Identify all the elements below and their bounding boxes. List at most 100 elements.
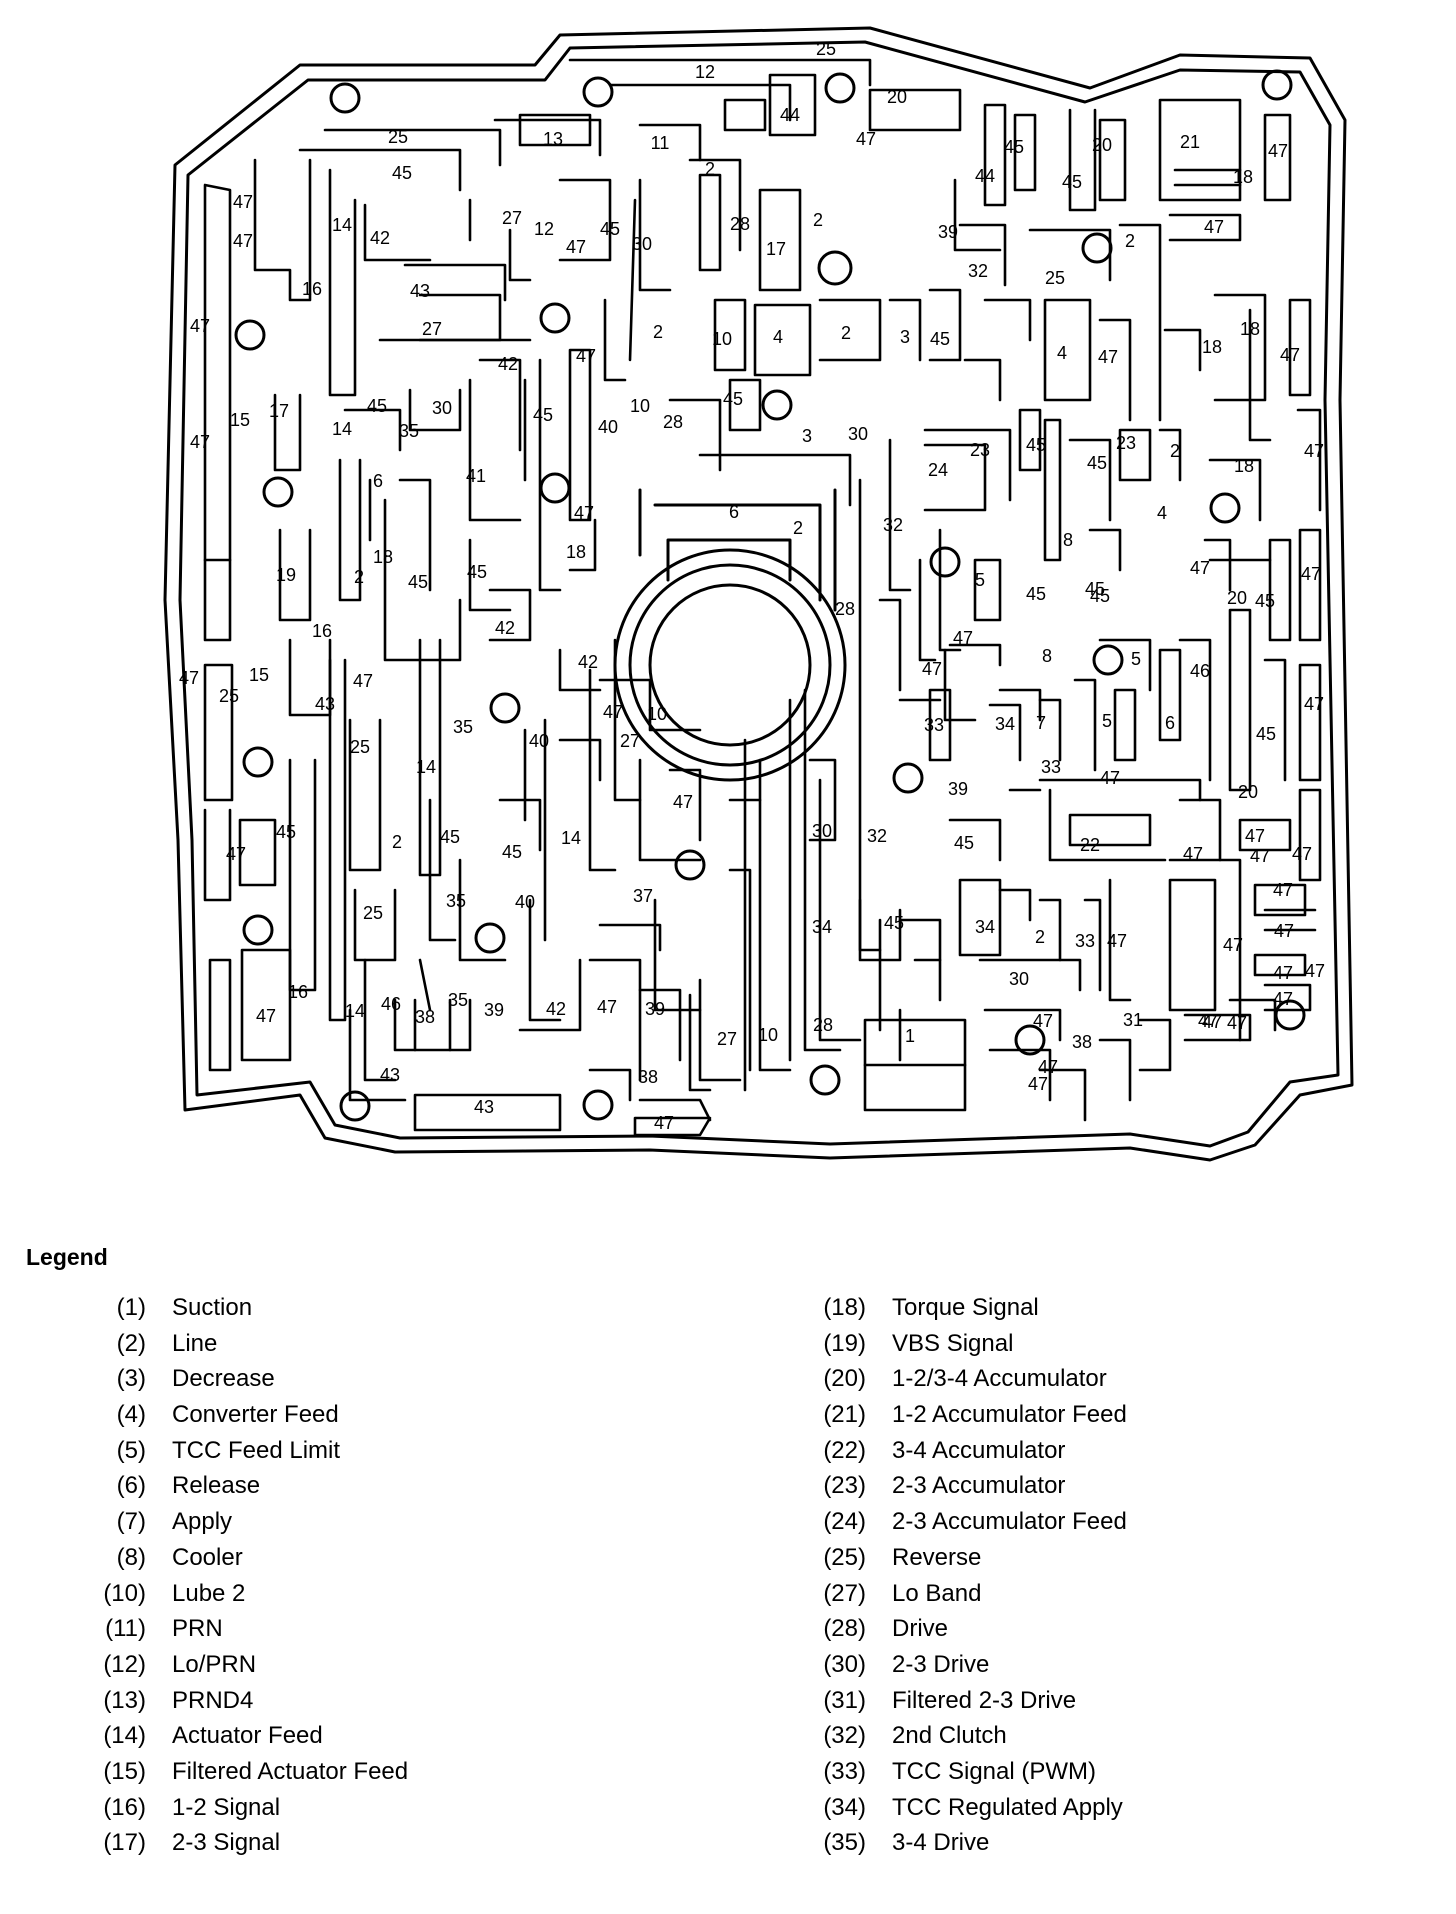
passage-label: 10 — [630, 396, 650, 416]
passage-label: 47 — [1028, 1074, 1048, 1094]
passage-label: 2 — [813, 210, 823, 230]
passage-label: 43 — [315, 694, 335, 714]
passage-label: 47 — [1280, 345, 1300, 365]
passage-label: 45 — [954, 833, 974, 853]
passage-label: 47 — [597, 997, 617, 1017]
legend-item: (25)Reverse — [800, 1540, 1127, 1576]
passage-label: 22 — [1080, 835, 1100, 855]
passage-label: 24 — [928, 460, 948, 480]
passage-label: 27 — [502, 208, 522, 228]
legend-number: (13) — [103, 1686, 146, 1714]
legend-column-left: (1)Suction (2)Line (3)Decrease (4)Conver… — [80, 1290, 408, 1861]
legend-number: (34) — [823, 1793, 866, 1821]
passage-label: 45 — [467, 562, 487, 582]
passage-label: 30 — [632, 234, 652, 254]
passage-label: 42 — [546, 999, 566, 1019]
passage-label: 2 — [793, 518, 803, 538]
passage-label: 25 — [363, 903, 383, 923]
passage-label: 2 — [705, 159, 715, 179]
legend-label: Converter Feed — [172, 1401, 339, 1429]
legend-number: (6) — [116, 1472, 146, 1500]
passage-label: 41 — [466, 466, 486, 486]
legend-item: (6)Release — [80, 1468, 408, 1504]
passage-label: 47 — [1098, 347, 1118, 367]
passage-label: 25 — [350, 737, 370, 757]
legend-item: (35)3-4 Drive — [800, 1825, 1127, 1861]
passage-label: 33 — [924, 715, 944, 735]
legend-number: (18) — [823, 1294, 866, 1321]
passage-label: 18 — [1234, 456, 1254, 476]
passage-label: 45 — [440, 827, 460, 847]
passage-label: 15 — [249, 665, 269, 685]
legend-number: (19) — [823, 1329, 866, 1357]
legend-number: (33) — [823, 1757, 866, 1785]
legend-number: (31) — [823, 1686, 866, 1714]
legend-label: Lube 2 — [172, 1579, 246, 1607]
passage-label: 45 — [1087, 453, 1107, 473]
passage-label: 47 — [1301, 564, 1321, 584]
passage-label: 19 — [276, 565, 296, 585]
passage-label: 20 — [887, 87, 907, 107]
legend-item: (8)Cooler — [80, 1540, 408, 1576]
passage-label: 5 — [975, 570, 985, 590]
passage-label: 16 — [302, 279, 322, 299]
legend-label: 2-3 Signal — [172, 1829, 281, 1857]
legend-label: 3-4 Drive — [892, 1829, 990, 1857]
legend-label: PRND4 — [172, 1686, 254, 1714]
legend-label: Torque Signal — [892, 1294, 1039, 1321]
passage-label: 43 — [380, 1065, 400, 1085]
passage-label: 7 — [1036, 713, 1046, 733]
passage-label: 18 — [1240, 319, 1260, 339]
legend-number: (5) — [116, 1436, 146, 1464]
legend-label: Apply — [172, 1508, 233, 1536]
legend-item: (15)Filtered Actuator Feed — [80, 1754, 408, 1790]
legend-label: 1-2/3-4 Accumulator — [892, 1365, 1107, 1393]
legend-item: (24)2-3 Accumulator Feed — [800, 1504, 1126, 1540]
legend-title: Legend — [26, 1244, 108, 1270]
passage-label: 14 — [332, 215, 352, 235]
passage-label: 45 — [1004, 137, 1024, 157]
passage-label: 47 — [673, 792, 693, 812]
legend-label: Drive — [892, 1615, 949, 1643]
passage-label: 18 — [1233, 167, 1253, 187]
passage-label: 27 — [422, 319, 442, 339]
passage-label: 2 — [392, 832, 402, 852]
passage-label: 28 — [813, 1015, 833, 1035]
passage-label: 2 — [1170, 441, 1180, 461]
passage-label: 28 — [835, 599, 855, 619]
passage-label: 27 — [717, 1029, 737, 1049]
passage-label: 34 — [812, 917, 832, 937]
legend-label: Reverse — [892, 1543, 982, 1571]
legend-number: (11) — [105, 1615, 146, 1643]
legend-item: (32)2nd Clutch — [800, 1718, 1127, 1754]
passage-label: 45 — [1062, 172, 1082, 192]
legend-label: TCC Signal (PWM) — [892, 1757, 1097, 1785]
passage-label: 8 — [1063, 530, 1073, 550]
legend-label: Line — [172, 1329, 218, 1357]
passage-label: 30 — [1009, 969, 1029, 989]
passage-label: 47 — [1273, 963, 1293, 983]
passage-label: 45 — [367, 396, 387, 416]
passage-label: 45 — [884, 913, 904, 933]
passage-label: 3 — [900, 327, 910, 347]
passage-label: 47 — [576, 346, 596, 366]
passage-label: 47 — [922, 659, 942, 679]
passage-label: 39 — [938, 222, 958, 242]
passage-label: 30 — [432, 398, 452, 418]
legend-item: (13) PRND4 — [80, 1683, 408, 1719]
legend-number: (7) — [116, 1508, 146, 1536]
passage-label: 10 — [758, 1025, 778, 1045]
legend-label: Lo/PRN — [172, 1650, 257, 1678]
legend-item: (21)1-2 Accumulator Feed — [800, 1397, 1126, 1433]
legend-item: (11) PRN — [80, 1611, 408, 1647]
passage-label: 47 — [654, 1113, 674, 1133]
passage-label: 44 — [780, 105, 800, 125]
passage-label: 47 — [574, 503, 594, 523]
legend-label: 3-4 Accumulator — [892, 1436, 1066, 1464]
passage-label: 47 — [1227, 1013, 1247, 1033]
passage-label: 35 — [446, 891, 466, 911]
passage-label: 45 — [408, 572, 428, 592]
legend-label: PRN — [172, 1615, 223, 1643]
passage-label: 2 — [354, 567, 364, 587]
passage-label: 38 — [1072, 1032, 1092, 1052]
